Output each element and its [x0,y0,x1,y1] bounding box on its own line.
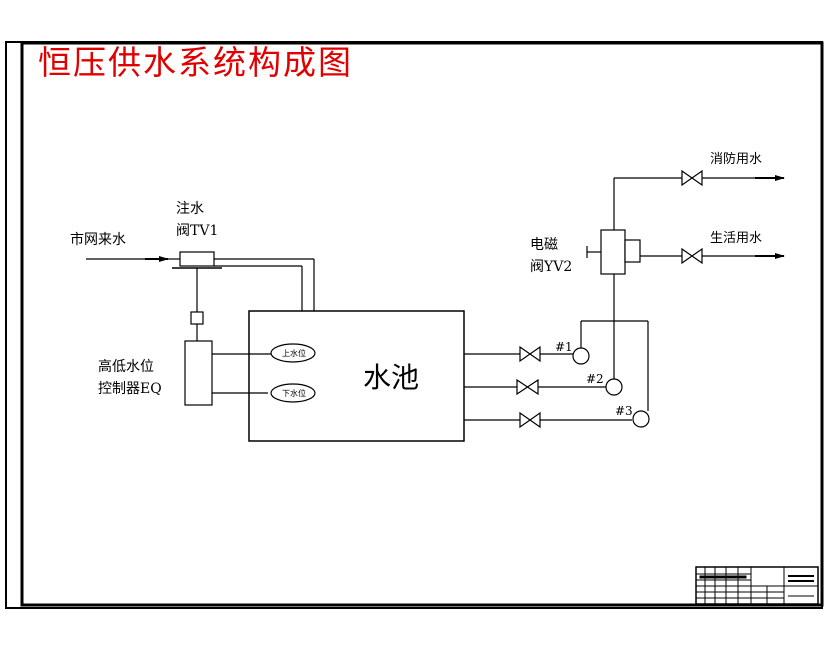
controller-label-1: 高低水位 [98,358,154,375]
domestic-water-valve [681,247,703,265]
outlet-valve-2 [516,378,539,396]
discharge-header [580,270,649,411]
level-controller [184,340,271,406]
fire-water-label: 消防用水 [710,151,762,167]
pump-3-label: #3 [615,404,633,418]
high-level-label: 上水位 [282,348,306,358]
low-level-sensor: 下水位 [270,383,316,403]
pump-1 [572,347,590,365]
pump-3 [632,410,650,428]
inlet-valve-label-2: 阀TV1 [176,223,218,239]
title-block [695,566,819,605]
outlet-pipes [464,353,632,421]
pump-2 [605,378,623,396]
water-pool [248,310,465,442]
outlet-valve-3 [519,411,541,429]
solenoid-label-1: 电磁 [530,237,558,253]
inlet-valve-tv1 [172,251,222,341]
low-level-label: 下水位 [282,388,306,398]
outlet-valve-1 [519,345,541,363]
pump-1-label: #1 [555,340,573,354]
drawing-frame [5,41,824,609]
solenoid-valve-yv2 [586,178,641,275]
controller-label-2: 控制器EQ [98,381,162,397]
pool-label: 水池 [363,361,419,394]
fire-water-valve [681,169,703,187]
pump-2-label: #2 [586,372,604,386]
city-water-label: 市网来水 [70,231,126,248]
diagram-title: 恒压供水系统构成图 [38,43,353,82]
high-level-sensor: 上水位 [270,343,316,363]
domestic-water-label: 生活用水 [710,231,762,246]
inlet-pipe [214,258,315,311]
solenoid-label-2: 阀YV2 [530,259,572,275]
inlet-valve-label-1: 注水 [176,201,204,217]
